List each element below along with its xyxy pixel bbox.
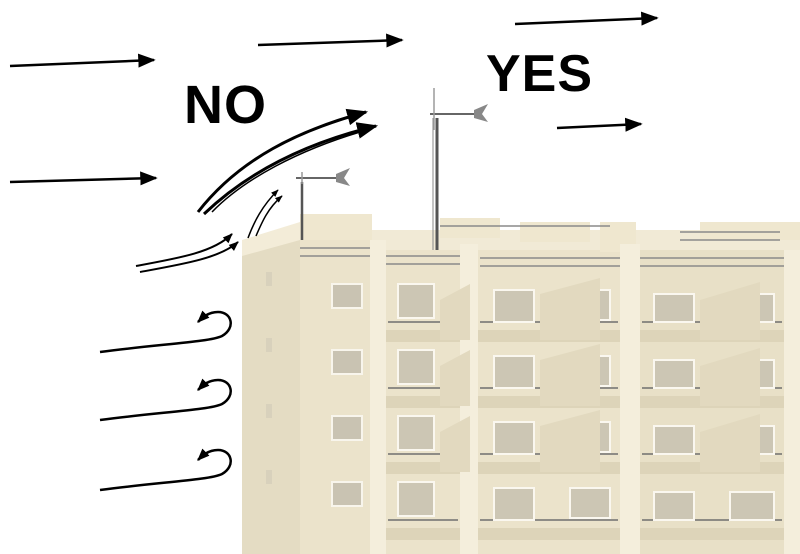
roof-railings — [300, 225, 790, 267]
turbulence-arrow-3 — [99, 448, 232, 492]
turbulence-arrow-2 — [99, 378, 232, 422]
arrow-top-left — [9, 53, 156, 68]
arrow-left-mid — [9, 171, 158, 186]
left-front-wall — [300, 238, 372, 554]
wind-turbine-high-icon — [430, 88, 488, 250]
roof-bar — [300, 214, 372, 240]
arrow-roof-edge-2 — [255, 195, 283, 237]
arrow-top-mid — [257, 33, 404, 48]
arrow-top-right — [514, 11, 659, 26]
wind-turbine-low-icon — [296, 168, 350, 240]
wind-arrows — [9, 11, 659, 492]
side-windows — [266, 272, 272, 484]
turbulence-arrow-1 — [99, 310, 232, 354]
arrow-low-2 — [139, 241, 239, 273]
no-label: NO — [184, 75, 267, 135]
arrow-right-mid — [556, 117, 643, 132]
apartment-building — [242, 214, 800, 554]
arrow-curve-upper — [196, 108, 369, 213]
left-wall — [242, 238, 300, 554]
arrow-low-1 — [135, 233, 233, 267]
arrow-roof-edge-1 — [247, 189, 279, 239]
front-windows-left — [331, 283, 363, 507]
yes-label: YES — [486, 45, 594, 103]
arrow-curve-lower — [202, 122, 379, 216]
